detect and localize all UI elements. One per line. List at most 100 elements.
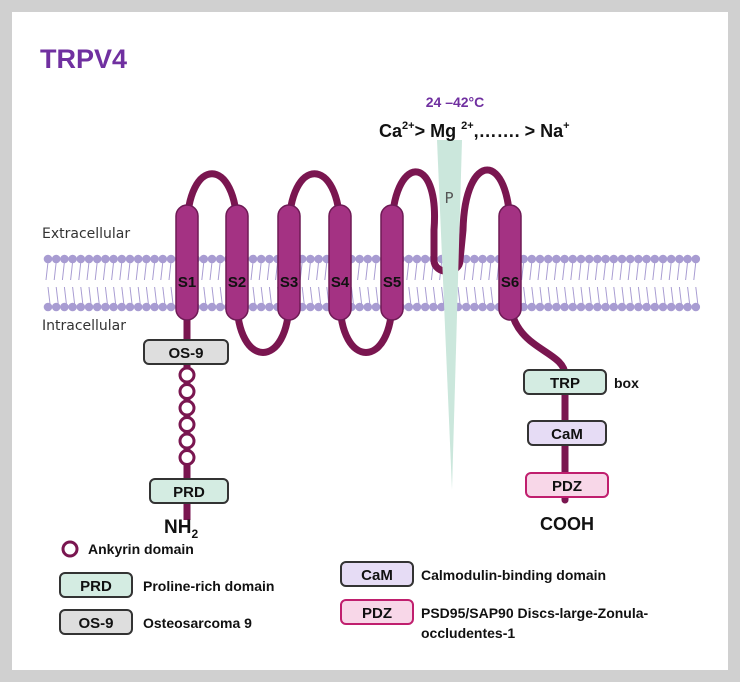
lipid-tail	[644, 261, 648, 281]
lipid-tail	[603, 261, 607, 281]
lipid-tail	[307, 261, 311, 281]
lipid-head	[576, 302, 586, 312]
lipid-tail	[596, 286, 600, 305]
lipid-head	[535, 302, 545, 312]
lipid-head	[363, 302, 373, 312]
lipid-tail	[217, 261, 221, 281]
ankyrin-repeat	[178, 383, 196, 400]
lipid-tail	[301, 286, 305, 305]
lipid-head	[617, 254, 627, 264]
lipid-head	[51, 254, 61, 264]
ion-ca-charge: 2+	[402, 120, 415, 132]
lipid-tail	[143, 261, 147, 281]
lipid-tail	[564, 286, 568, 305]
lipid-tail	[660, 261, 664, 281]
lipid-tail	[422, 261, 426, 281]
lipid-head	[109, 254, 118, 264]
lipid-head	[486, 302, 496, 312]
lipid-tail	[160, 261, 164, 281]
lipid-head	[117, 254, 127, 264]
lipid-head	[617, 302, 627, 312]
lipid-head	[363, 254, 373, 264]
lipid-tail	[646, 286, 650, 305]
prd-legend-label: Proline-rich domain	[143, 578, 274, 594]
lipid-tail	[61, 261, 65, 281]
lipid-tail	[432, 286, 436, 305]
lipid-tail	[678, 286, 682, 305]
lipid-tail	[521, 261, 525, 281]
lipid-head	[486, 254, 496, 264]
pdz-legend-box-label: PDZ	[362, 605, 392, 622]
lipid-tail	[619, 261, 623, 281]
lipid-head	[470, 302, 479, 312]
lipid-tail	[668, 261, 672, 281]
lipid-tail	[662, 286, 666, 305]
lipid-head	[256, 254, 266, 264]
helix-label: S4	[331, 274, 350, 291]
trp-label: TRP	[550, 375, 580, 392]
lipid-head	[470, 254, 479, 264]
lipid-tail	[359, 286, 363, 305]
lipid-head	[150, 302, 159, 312]
title: TRPV4	[40, 44, 127, 74]
lipid-head	[634, 254, 643, 264]
lipid-tail	[637, 286, 641, 305]
lipid-head	[478, 254, 487, 264]
lipid-tail	[523, 286, 527, 305]
os9-box	[143, 339, 229, 365]
lipid-head	[142, 302, 151, 312]
lipid-head	[429, 302, 438, 312]
lipid-head	[265, 254, 274, 264]
lipid-head	[412, 254, 422, 264]
lipid-head	[215, 254, 225, 264]
cam-box	[527, 420, 607, 446]
lipid-head	[650, 302, 660, 312]
lipid-tail	[588, 286, 592, 305]
lipid-head	[478, 302, 487, 312]
extracellular-label: Extracellular	[42, 226, 130, 242]
lipid-tail	[260, 286, 264, 305]
lipid-head	[552, 254, 561, 264]
pdz-legend-box	[340, 599, 414, 625]
lipid-head	[593, 302, 602, 312]
lipid-tail	[670, 286, 674, 305]
ion-ca: Ca	[379, 121, 403, 141]
lipid-tail	[578, 261, 582, 281]
lipid-tail	[47, 286, 51, 305]
n-terminus-label: NH2	[164, 517, 198, 541]
lipid-head	[543, 302, 553, 312]
lipid-tail	[365, 261, 369, 281]
lipid-tail	[86, 261, 90, 281]
lipid-head	[158, 302, 168, 312]
lipid-tail	[121, 286, 125, 305]
lipid-head	[158, 254, 168, 264]
lipid-tail	[547, 286, 551, 305]
lipid-tail	[135, 261, 139, 281]
lipid-head	[101, 302, 110, 312]
lipid-head	[535, 254, 545, 264]
lipid-tail	[203, 286, 207, 305]
prd-legend-box-label: PRD	[80, 578, 112, 595]
lipid-tail	[555, 286, 559, 305]
lipid-head	[248, 302, 258, 312]
lipid-head	[215, 302, 225, 312]
lipid-tail	[367, 286, 371, 305]
lipid-tail	[170, 286, 174, 305]
lipid-head	[584, 302, 594, 312]
lipid-tail	[145, 286, 149, 305]
lipid-tail	[201, 261, 205, 281]
lipid-head	[199, 302, 209, 312]
lipid-head	[683, 302, 692, 312]
lipid-head	[658, 302, 668, 312]
lipid-tail	[152, 261, 156, 281]
lipid-tail	[219, 286, 223, 305]
trp-box-suffix: box	[614, 375, 639, 391]
lipid-tail	[471, 261, 475, 281]
ankyrin-repeat	[178, 432, 196, 450]
lipid-head	[650, 254, 660, 264]
lipid-head	[117, 302, 127, 312]
helix-label: S1	[178, 274, 196, 291]
lipid-tail	[357, 261, 361, 281]
pore-label: P	[444, 189, 453, 207]
